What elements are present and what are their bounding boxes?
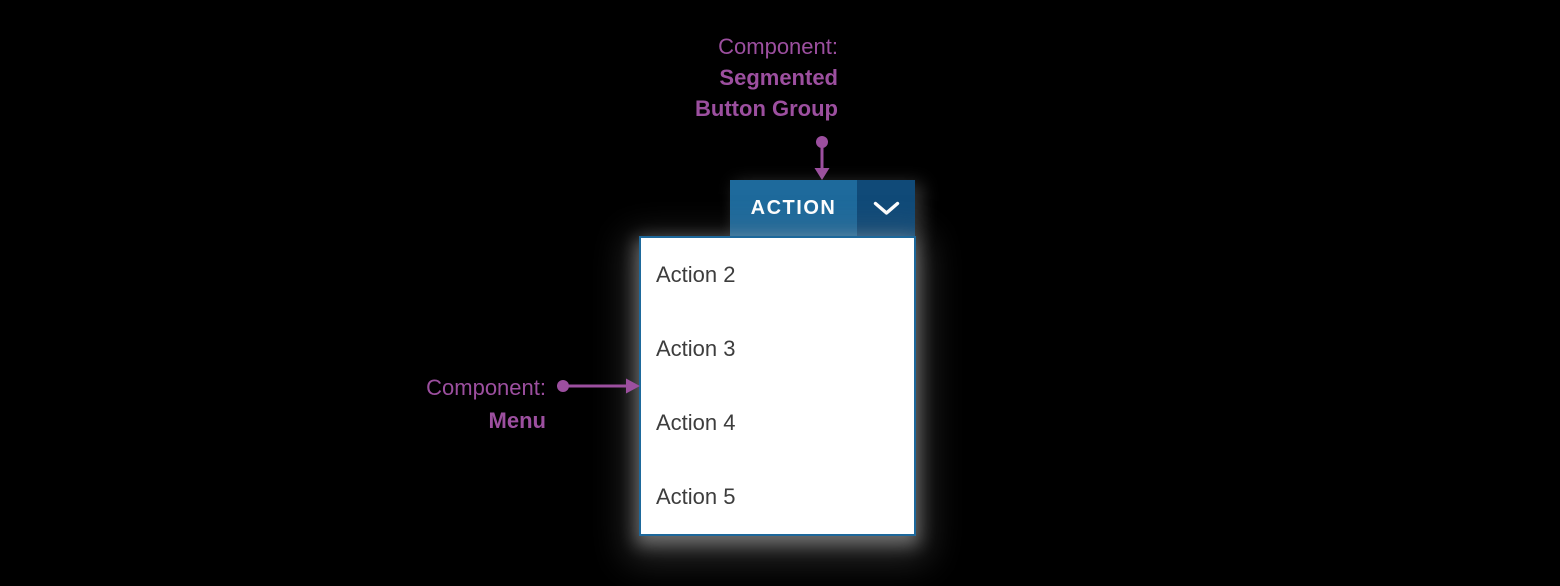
callout-arrow-down-icon: [814, 136, 830, 180]
dropdown-menu: Action 2 Action 3 Action 4 Action 5: [639, 236, 916, 536]
chevron-down-icon: [873, 201, 899, 215]
annotation-left-name: Menu: [488, 408, 546, 433]
annotation-top-name-line1: Segmented: [719, 65, 838, 90]
annotation-top-name-line2: Button Group: [695, 96, 838, 121]
annotation-menu: Component: Menu: [426, 371, 546, 437]
menu-item-action-2[interactable]: Action 2: [656, 262, 736, 287]
annotation-segmented-button-group: Component: Segmented Button Group: [695, 31, 838, 124]
annotation-left-prefix: Component:: [426, 375, 546, 400]
dropdown-toggle-button[interactable]: [857, 180, 915, 236]
callout-arrow-right-icon: [557, 378, 640, 394]
menu-item-action-5[interactable]: Action 5: [656, 484, 736, 509]
segmented-button-group: ACTION: [730, 180, 915, 236]
annotation-top-prefix: Component:: [718, 34, 838, 59]
menu-item-action-4[interactable]: Action 4: [656, 410, 736, 435]
menu-item-action-3[interactable]: Action 3: [656, 336, 736, 361]
action-button[interactable]: ACTION: [730, 180, 857, 236]
